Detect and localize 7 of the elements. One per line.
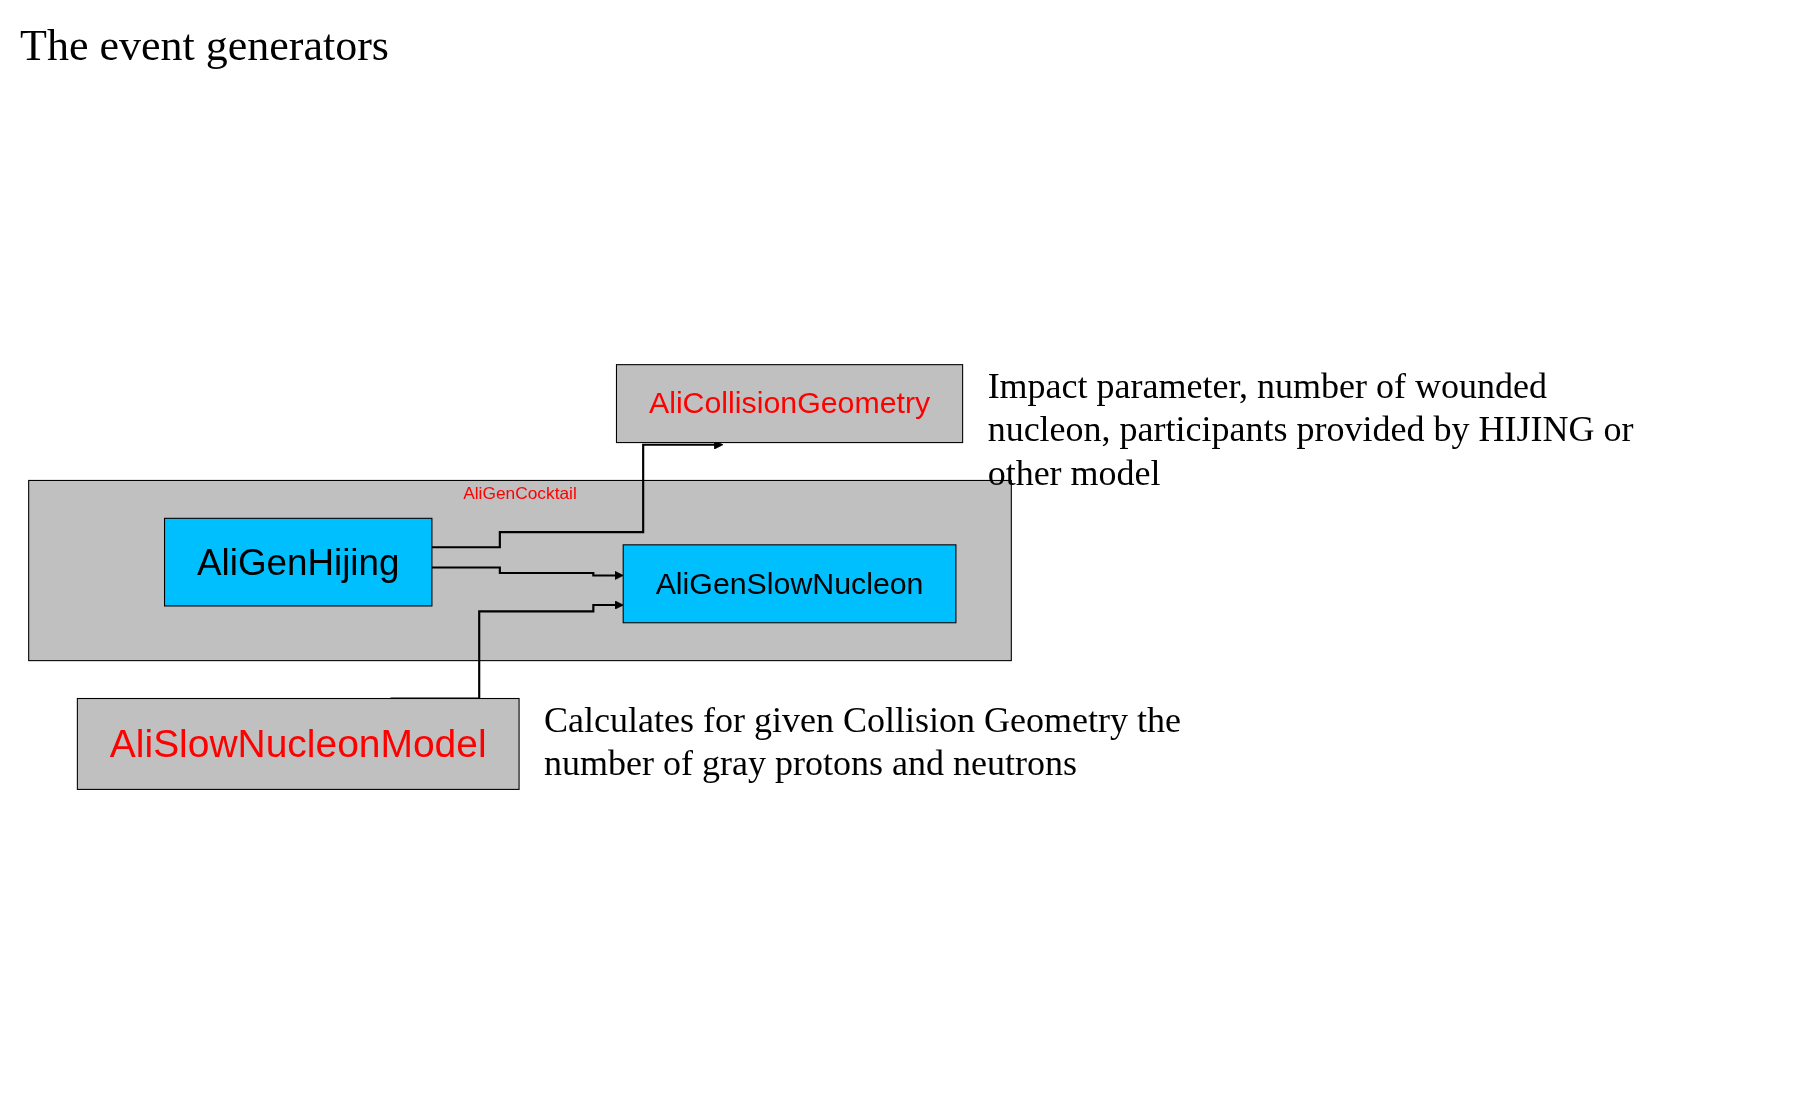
- arrow: [431, 566, 624, 581]
- note-text: Calculates for given Collision Geometry the number of gray protons and neutrons: [544, 698, 1182, 786]
- node-box: AliGenSlowNucleon: [622, 544, 957, 624]
- node-box: AliGenHijing: [164, 518, 433, 607]
- node-box: AliSlowNucleonModel: [76, 698, 520, 791]
- node-box: AliCollisionGeometry: [615, 364, 964, 444]
- diagram-title: The event generators: [20, 20, 390, 71]
